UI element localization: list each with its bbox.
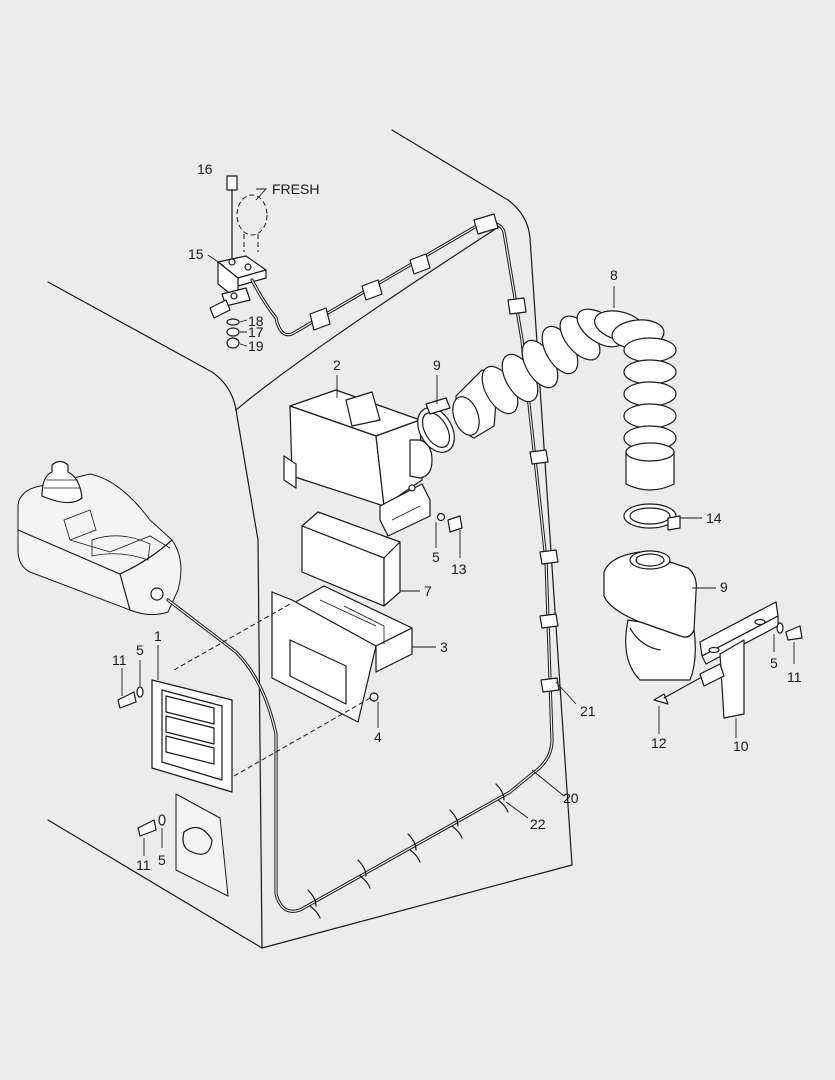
control-console [17, 460, 182, 616]
callout-11-lower: 11 [136, 857, 151, 873]
nut-4 [369, 692, 379, 702]
washer-18 [226, 318, 240, 326]
callout-6: 7 [424, 583, 432, 599]
washer-5-upper [436, 512, 446, 522]
callout-11-right: 11 [787, 669, 802, 685]
leader-lines [121, 188, 795, 856]
wall-plate [175, 793, 229, 897]
callout-2: 2 [333, 357, 341, 373]
bolt-11-left [117, 691, 137, 709]
callout-18: 18 [248, 313, 264, 329]
callout-17: 17 [248, 324, 264, 340]
heater-housing-2 [283, 389, 433, 537]
washer-5-right [776, 622, 784, 634]
cable-harness [166, 213, 560, 919]
callout-10: 10 [733, 738, 749, 754]
cab-outline [47, 129, 573, 949]
callout-5-right: 5 [770, 655, 778, 671]
bolt-11-lower [137, 819, 157, 837]
cable-grommet-icon [150, 587, 164, 601]
callout-5-left: 5 [136, 642, 144, 658]
callout-9: 9 [720, 579, 728, 595]
callout-22: 22 [530, 816, 546, 832]
callout-4: 4 [374, 729, 382, 745]
screw-12 [653, 693, 669, 705]
callout-5-upper: 5 [432, 549, 440, 565]
callout-11-left: 11 [112, 652, 127, 668]
callout-12: 12 [651, 735, 667, 751]
fresh-air-intake-assembly [209, 175, 268, 349]
filter-block-6 [301, 511, 401, 607]
callout-15: 15 [188, 246, 204, 262]
callout-19: 19 [248, 338, 264, 354]
callout-5-lower: 5 [158, 852, 166, 868]
callout-3: 3 [440, 639, 448, 655]
callout-7: 8 [610, 267, 618, 283]
vent-grille-1 [151, 603, 373, 793]
washer-5-left [136, 686, 144, 698]
hose-clamps [417, 397, 681, 531]
hose-clamp-8 [417, 407, 455, 453]
callout-20: 20 [563, 790, 579, 806]
callout-1: 1 [154, 628, 162, 644]
washer-17 [226, 327, 240, 337]
callout-labels: FRESH 16 15 18 17 19 2 9 8 14 9 7 3 4 21… [112, 161, 802, 873]
callout-21: 21 [580, 703, 596, 719]
callout-14: 13 [451, 561, 467, 577]
hardware [117, 512, 803, 837]
bracket-10 [699, 601, 779, 719]
bolt-14 [447, 515, 463, 533]
flex-hose-7 [452, 308, 677, 491]
nut-19 [226, 337, 240, 349]
callout-8: 9 [433, 357, 441, 373]
bolt-11-right [785, 625, 803, 641]
bolt-16 [226, 175, 238, 191]
duct-elbow-9 [603, 550, 697, 681]
callout-16: 16 [197, 161, 213, 177]
frame-3 [271, 585, 413, 723]
note-fresh: FRESH [272, 181, 319, 197]
washer-5-lower [158, 814, 166, 826]
callout-13: 14 [706, 510, 722, 526]
